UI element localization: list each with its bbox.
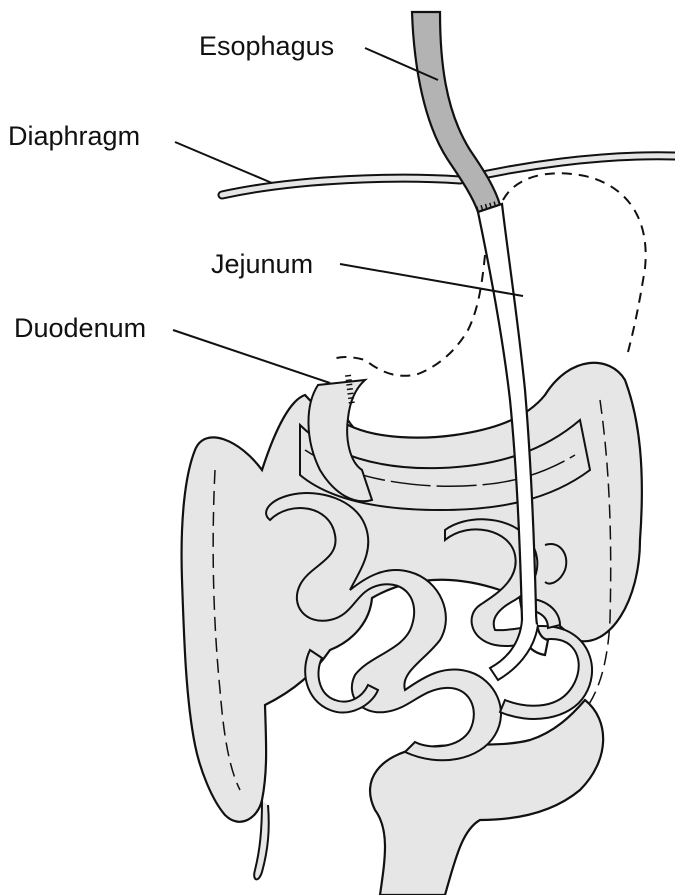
jejunum-label: Jejunum — [211, 251, 313, 278]
duodenum-label: Duodenum — [14, 315, 146, 342]
esophagus-label: Esophagus — [199, 33, 334, 60]
duodenum-leader-line — [173, 330, 330, 383]
diaphragm-label: Diaphragm — [8, 123, 140, 150]
leader-lines — [173, 48, 523, 383]
diaphragm-leader-line — [175, 142, 272, 183]
